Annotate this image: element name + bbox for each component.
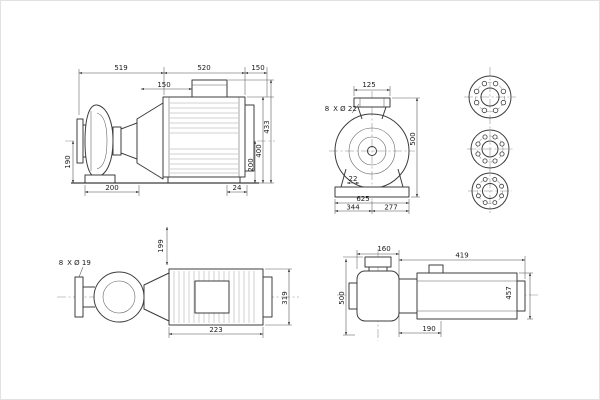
dim-label-160: 160 bbox=[377, 245, 390, 253]
dim-label-277: 277 bbox=[384, 204, 397, 212]
volute-casing bbox=[84, 104, 114, 178]
flange-detail-top bbox=[464, 75, 516, 119]
end-view-dimensions: 125 8 X Ø 22 500 22 625 344 277 bbox=[325, 81, 420, 214]
pump-base bbox=[334, 186, 410, 198]
volute-outline-top bbox=[356, 270, 400, 322]
adapter-outline bbox=[398, 278, 418, 314]
volute-plan bbox=[93, 271, 145, 323]
dim-label-457: 457 bbox=[505, 286, 513, 299]
seal-housing bbox=[112, 126, 122, 156]
terminal-box bbox=[191, 79, 228, 98]
dim-label-22: 22 bbox=[349, 175, 358, 183]
hole-count-label: 8 bbox=[325, 105, 329, 113]
motor-endcap bbox=[244, 104, 255, 172]
dim-label-150-shaft: 150 bbox=[157, 81, 170, 89]
plan-hole-count-label: 8 bbox=[59, 259, 63, 267]
dim-label-200-bottom: 200 bbox=[105, 184, 118, 192]
motor-fins bbox=[170, 102, 238, 174]
pump-foot bbox=[84, 174, 116, 184]
plan-view-dimensions: 8 X Ø 19 199 223 319 bbox=[59, 226, 292, 338]
plan-hole-note-label: X Ø 19 bbox=[67, 259, 91, 267]
dim-label-150-top: 150 bbox=[251, 64, 264, 72]
outline-view: 160 419 500 457 190 bbox=[337, 245, 539, 341]
dim-label-400: 400 bbox=[255, 144, 263, 157]
motor-body bbox=[162, 96, 246, 178]
flange-details bbox=[464, 67, 516, 213]
suction-flange-plan bbox=[74, 276, 84, 318]
motor-foot bbox=[167, 176, 241, 184]
motor-outline bbox=[416, 272, 518, 320]
discharge-flange-outline bbox=[364, 256, 392, 268]
hole-note-label: X Ø 22 bbox=[333, 105, 357, 113]
fan-cover-plan bbox=[262, 276, 273, 318]
adapter-plan bbox=[143, 272, 170, 322]
side-elevation-view: 519 520 150 150 190 200 24 200 400 bbox=[64, 64, 275, 196]
motor-adapter bbox=[136, 102, 164, 180]
dim-label-125: 125 bbox=[362, 81, 375, 89]
dim-label-24: 24 bbox=[233, 184, 242, 192]
dim-label-520: 520 bbox=[197, 64, 210, 72]
dim-label-433: 433 bbox=[263, 120, 271, 133]
dim-label-625: 625 bbox=[356, 195, 369, 203]
flange-detail-middle bbox=[467, 129, 513, 169]
plan-view: 8 X Ø 19 199 223 319 bbox=[57, 226, 299, 338]
flange-detail-bottom bbox=[468, 172, 512, 210]
dim-label-500-end: 500 bbox=[409, 132, 417, 145]
dim-label-519: 519 bbox=[114, 64, 127, 72]
dim-label-190: 190 bbox=[64, 155, 72, 168]
dim-label-419: 419 bbox=[455, 252, 468, 260]
dim-label-190-outline: 190 bbox=[422, 325, 435, 333]
suction-flange bbox=[76, 118, 84, 164]
dim-label-344: 344 bbox=[346, 204, 360, 212]
dim-label-319: 319 bbox=[281, 291, 289, 304]
dim-label-200-right: 200 bbox=[247, 158, 255, 171]
terminal-box-plan bbox=[194, 280, 230, 314]
dim-label-223: 223 bbox=[209, 326, 222, 334]
dim-label-500-outline: 500 bbox=[338, 291, 346, 304]
side-view-dimensions: 519 520 150 150 190 200 24 200 400 bbox=[64, 64, 274, 196]
discharge-flange bbox=[353, 97, 391, 108]
end-view: 125 8 X Ø 22 500 22 625 344 277 bbox=[325, 81, 420, 214]
shaft-end bbox=[367, 146, 377, 156]
dim-label-199: 199 bbox=[157, 239, 165, 252]
outline-view-dimensions: 160 419 500 457 190 bbox=[338, 245, 533, 337]
